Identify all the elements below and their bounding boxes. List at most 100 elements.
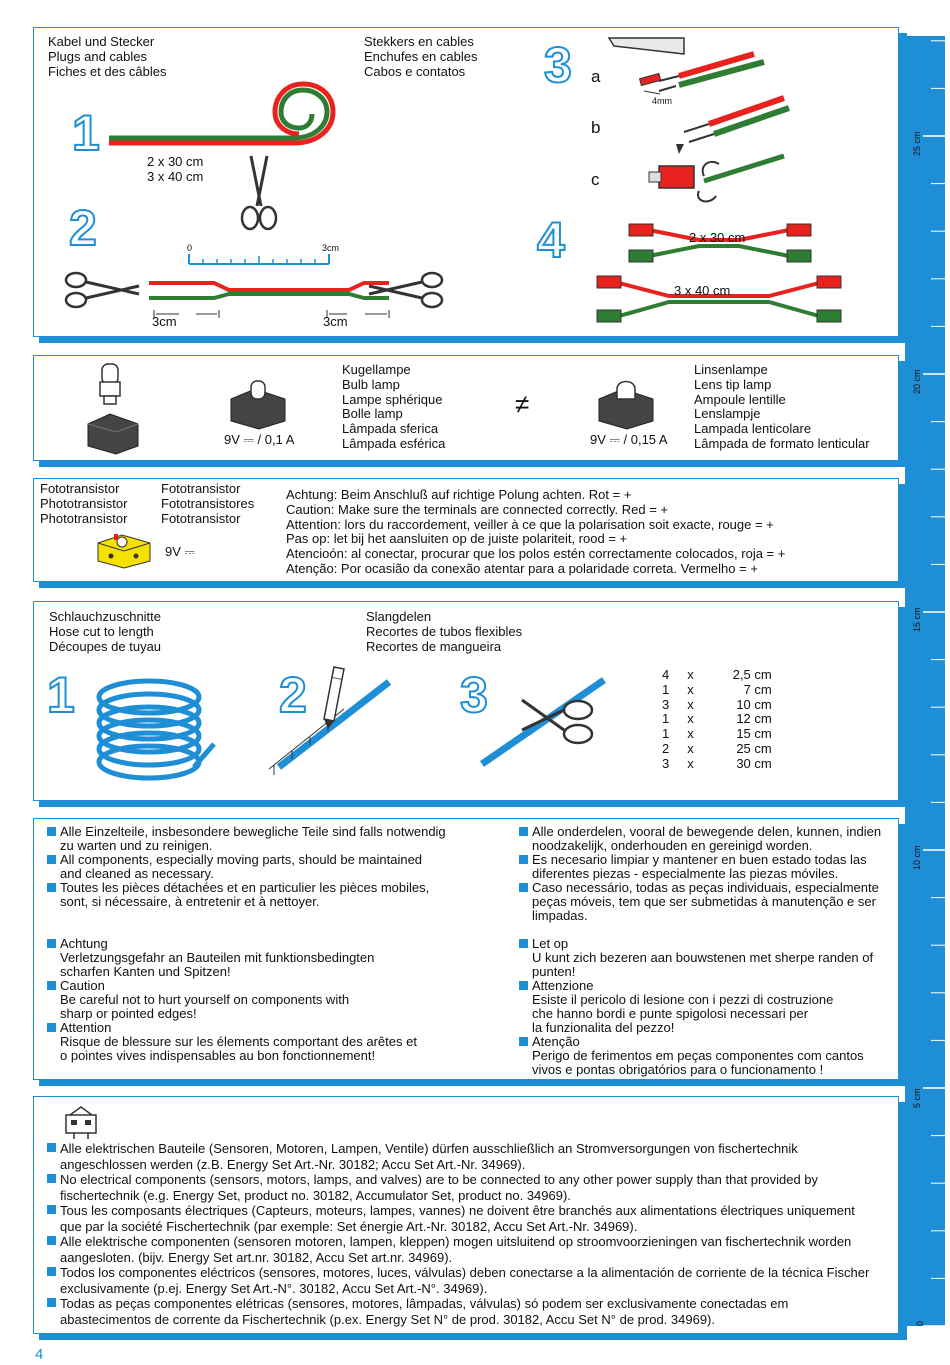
maintenance-right: Alle onderdelen, vooral de bewegende del… bbox=[519, 825, 881, 923]
cut-length: 10 cm bbox=[736, 696, 772, 712]
bullet-text: scharfen Kanten und Spitzen! bbox=[60, 964, 231, 979]
section-cables: Kabel und Stecker Plugs and cables Fiche… bbox=[33, 27, 899, 337]
scissors-icon bbox=[240, 155, 278, 231]
bullet-text: Attenzione bbox=[532, 978, 594, 993]
ruler-label-0: 0 bbox=[915, 1320, 925, 1326]
ruler-end-label: 3cm bbox=[322, 243, 340, 253]
coiled-hose-illustration bbox=[96, 678, 216, 781]
cable-30-label: 2 x 30 cm bbox=[689, 230, 746, 245]
section-lamps: 9V ⎓ / 0,1 A Kugellampe Bulb lamp Lampe … bbox=[33, 355, 899, 461]
step-number-2: 2 bbox=[68, 200, 98, 256]
panel-shadow bbox=[39, 1334, 907, 1340]
cut-count: 2 bbox=[662, 740, 670, 756]
cut-count: 1 bbox=[662, 726, 670, 742]
step-number-4: 4 bbox=[536, 212, 566, 268]
cut-length: 2,5 cm bbox=[732, 667, 772, 682]
panel-shadow bbox=[39, 801, 907, 807]
strip-length-label: 4mm bbox=[652, 96, 672, 106]
electrical-notes: Alle elektrischen Bauteile (Sensoren, Mo… bbox=[47, 1141, 869, 1327]
bullet-square-icon bbox=[47, 1236, 56, 1245]
bullet-square-icon bbox=[47, 1267, 56, 1276]
bullet-square-icon bbox=[47, 855, 56, 864]
bullet-text: No electrical components (sensors, motor… bbox=[60, 1172, 819, 1187]
bullet-square-icon bbox=[519, 855, 528, 864]
bullet-text: zu warten und zu reinigen. bbox=[60, 838, 213, 853]
marking-hose-illustration bbox=[268, 666, 392, 775]
section-electrical: Alle elektrischen Bauteile (Sensoren, Mo… bbox=[33, 1096, 899, 1334]
panel-shadow bbox=[39, 337, 907, 343]
cut-length: 30 cm bbox=[736, 755, 772, 771]
cut-count: 3 bbox=[662, 755, 670, 771]
side-ruler: 25 cm 20 cm 15 cm 10 cm 5 cm 0 bbox=[905, 36, 945, 1327]
phototransistor-block-icon bbox=[97, 534, 151, 569]
power-supply-icon bbox=[65, 1106, 97, 1139]
bullet-item: Tous les composants électriques (Capteur… bbox=[47, 1203, 869, 1234]
bullet-item: Toutes les pièces détachées et en partic… bbox=[47, 881, 446, 909]
cables-titles-right: Stekkers en cables Enchufes en cables Ca… bbox=[364, 34, 478, 79]
bullet-text: Todas as peças componentes elétricas (se… bbox=[60, 1296, 789, 1311]
bulb-lamp-names: Kugellampe Bulb lamp Lampe sphérique Bol… bbox=[342, 362, 446, 451]
step-number-3: 3 bbox=[543, 37, 573, 93]
cut-times: x bbox=[687, 755, 694, 771]
panel-shadow bbox=[39, 461, 907, 467]
ruler-start-label: 0 bbox=[187, 243, 193, 253]
cut-times: x bbox=[687, 696, 694, 712]
lens-rating: 9V ⎓ / 0,15 A bbox=[590, 432, 668, 447]
bullet-square-icon bbox=[519, 939, 528, 948]
stripping-illustration bbox=[607, 37, 790, 203]
hose-step-3: 3 bbox=[459, 667, 489, 723]
hose-cut-row: 3 x 30 cm bbox=[658, 755, 776, 772]
bulb-lamp-parts-icon bbox=[87, 363, 139, 455]
sub-label-b: b bbox=[591, 118, 601, 137]
cable-lengths: 2 x 30 cm 3 x 40 cm bbox=[147, 154, 204, 184]
bulb-rating: 9V ⎓ / 0,1 A bbox=[224, 432, 295, 447]
lens-lamp-names: Linsenlampe Lens tip lamp Ampoule lentil… bbox=[694, 362, 870, 451]
cut-times: x bbox=[687, 740, 694, 756]
bullet-text: la funzionalita del pezzo! bbox=[532, 1020, 675, 1035]
hose-titles-right: Slangdelen Recortes de tubos flexibles R… bbox=[366, 609, 523, 654]
bullet-square-icon bbox=[47, 1023, 56, 1032]
bullet-text: limpadas. bbox=[532, 908, 588, 923]
bullet-square-icon bbox=[47, 1205, 56, 1214]
step-number-1: 1 bbox=[71, 105, 101, 161]
bullet-text: Risque de blessure sur les élements comp… bbox=[60, 1034, 417, 1049]
ruler-label-5: 5 cm bbox=[912, 1088, 922, 1108]
panel-shadow bbox=[899, 824, 907, 1080]
bullet-text: Alle elektrischen Bauteile (Sensoren, Mo… bbox=[60, 1141, 798, 1156]
hose-titles-left: Schlauchzuschnitte Hose cut to length Dé… bbox=[49, 609, 162, 654]
bullet-text: abastecimentos de corrente da Fischertec… bbox=[60, 1311, 715, 1327]
hose-step-2: 2 bbox=[278, 667, 308, 723]
bullet-item: Alle onderdelen, vooral de bewegende del… bbox=[519, 825, 881, 853]
cut-times: x bbox=[687, 667, 694, 682]
cut-cable-illustration bbox=[64, 271, 444, 318]
ruler-label-15: 15 cm bbox=[912, 607, 922, 632]
ruler-label-20: 20 cm bbox=[912, 369, 922, 394]
section-phototransistor: Fototransistor Phototransistor Phototran… bbox=[33, 478, 899, 582]
bullet-text: que par la société Fischertechnik (par e… bbox=[60, 1218, 638, 1234]
bullet-text: Tous les composants électriques (Capteur… bbox=[60, 1203, 855, 1218]
cut-left-length: 3cm bbox=[152, 314, 177, 329]
bullet-text: Caso necessário, todas as peças individu… bbox=[532, 880, 879, 895]
ruler-label-10: 10 cm bbox=[912, 845, 922, 870]
ruler-ticks bbox=[923, 40, 945, 1327]
hose-cut-row: 4 x 2,5 cm bbox=[658, 667, 776, 683]
bullet-text: aangesloten. (bijv. Energy Set art.nr. 3… bbox=[60, 1249, 453, 1265]
bullet-text: o pointes vives indispensables au bon fo… bbox=[60, 1048, 376, 1063]
cut-length: 25 cm bbox=[736, 740, 772, 756]
cut-times: x bbox=[687, 681, 694, 697]
phototransistor-voltage: 9V ⎓ bbox=[165, 544, 195, 559]
bullet-item: Alle elektrische componenten (sensoren m… bbox=[47, 1234, 869, 1265]
bullet-square-icon bbox=[47, 1143, 56, 1152]
lens-lamp-block-icon bbox=[598, 380, 654, 430]
section-maintenance: Alle Einzelteile, insbesondere beweglich… bbox=[33, 818, 899, 1080]
bullet-text: punten! bbox=[532, 964, 576, 979]
cut-count: 4 bbox=[662, 667, 670, 682]
bullet-square-icon bbox=[519, 1037, 528, 1046]
hose-step-1: 1 bbox=[46, 667, 76, 723]
